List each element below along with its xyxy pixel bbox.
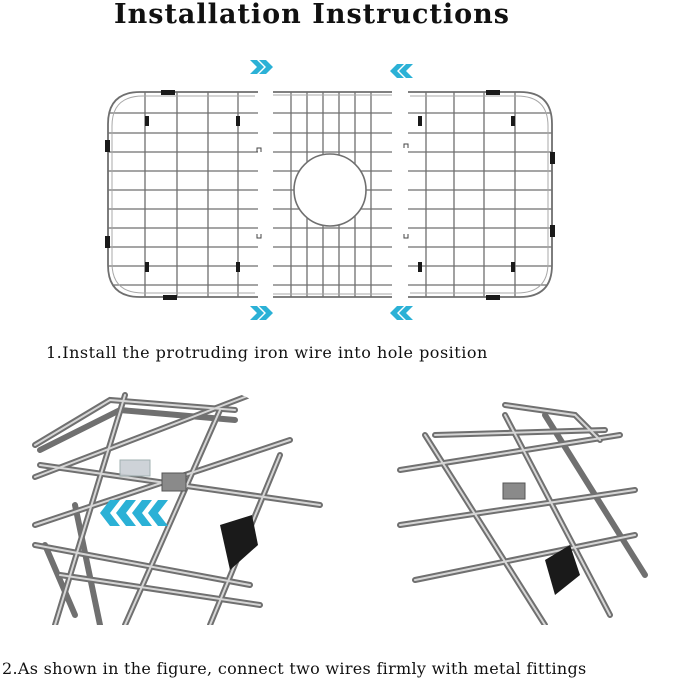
sink-grid-diagram (105, 60, 555, 320)
closeup-left (32, 392, 323, 625)
step-1-text: 1.Install the protruding iron wire into … (46, 343, 488, 362)
panel-right-feet (418, 90, 555, 300)
double-chevron-left-icon (390, 64, 413, 78)
double-chevron-right-icon (250, 60, 273, 74)
panel-middle-hooks (256, 143, 409, 239)
arrow-bottom-right (250, 306, 273, 320)
rubber-foot (545, 545, 580, 595)
arrow-top-right (250, 60, 273, 74)
arrow-bottom-left (390, 306, 413, 320)
panel-left-feet (105, 90, 240, 300)
grid-panel-right (408, 91, 553, 298)
metal-fitting (161, 472, 187, 492)
closeup-right (397, 402, 648, 625)
double-chevron-right-icon (250, 306, 273, 320)
metal-fitting (502, 482, 526, 500)
double-chevron-left-icon (100, 500, 168, 526)
rubber-foot (220, 515, 258, 570)
drain-hole (293, 153, 367, 227)
step-2-text: 2.As shown in the figure, connect two wi… (2, 659, 587, 678)
metal-fitting (119, 459, 151, 477)
arrow-top-left (390, 64, 413, 78)
double-chevron-left-icon (390, 306, 413, 320)
page-title: Installation Instructions (114, 0, 510, 30)
grid-panel-left (107, 91, 258, 298)
